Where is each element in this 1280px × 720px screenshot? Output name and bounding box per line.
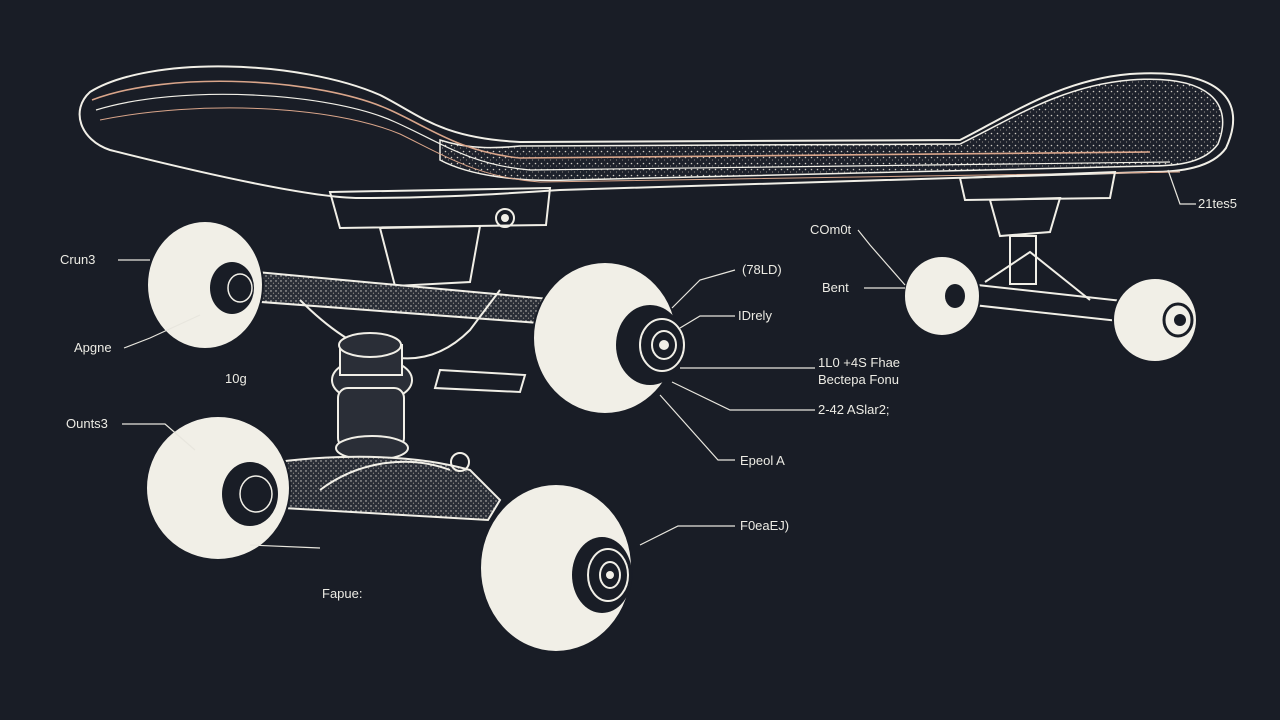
label-footnote: F0eaEJ) [740, 518, 789, 533]
label-weight: 10g [225, 371, 247, 386]
label-counts: Ounts3 [66, 416, 108, 431]
grip-tape [439, 78, 1224, 182]
label-crown: Crun3 [60, 252, 95, 267]
label-spec-line1: 1L0 +4S Fhae [818, 355, 900, 370]
label-bent: Bent [822, 280, 849, 295]
back-right-wheel [1112, 277, 1198, 363]
back-left-wheel [903, 255, 981, 337]
label-epoch: Epeol A [740, 453, 785, 468]
label-spec-line3: 2-42 ASlar2; [818, 402, 890, 417]
front-left-wheel [146, 220, 264, 350]
leader-lines [118, 169, 1196, 549]
back-truck [903, 170, 1198, 363]
label-top-code: (78LD) [742, 262, 782, 277]
labels: Crun3 Apgne 10g Ounts3 Fapue: (78LD) IDr… [60, 196, 1237, 601]
upper-axle [222, 268, 575, 327]
deck [78, 65, 1235, 200]
label-figure: Fapue: [322, 586, 362, 601]
label-comment: COm0t [810, 222, 852, 237]
label-spec-line2: Bectepa Fonu [818, 372, 899, 387]
front-wheels [145, 220, 685, 653]
label-angle: Apgne [74, 340, 112, 355]
label-display: IDrely [738, 308, 772, 323]
label-size: 21tes5 [1198, 196, 1237, 211]
